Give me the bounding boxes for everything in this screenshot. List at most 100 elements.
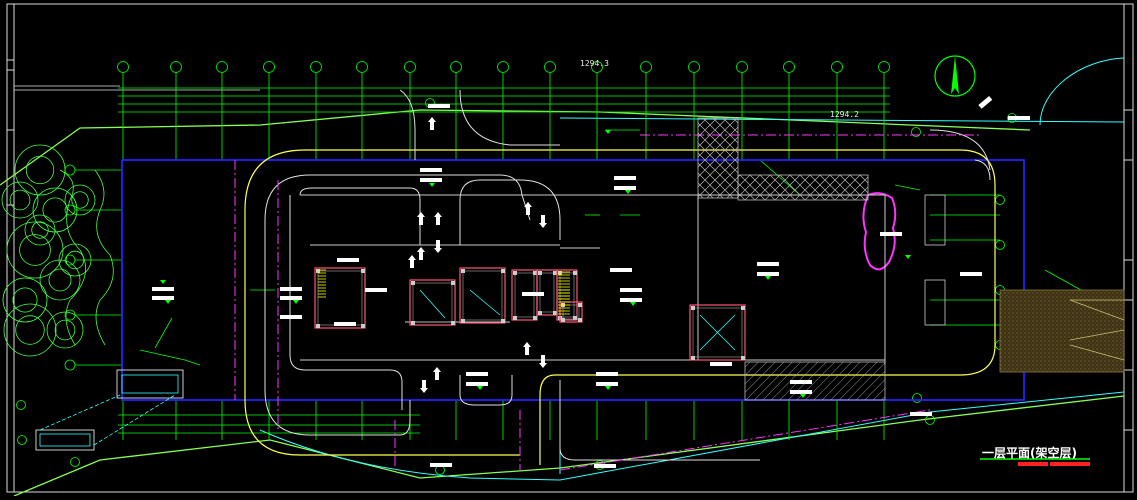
tag-bar [428,104,450,108]
tag-marker [293,300,299,304]
tree-canopy-inner [71,191,89,209]
tag-bar [596,382,618,386]
tag-marker [429,183,435,187]
axis-bubble [70,457,80,467]
property-line [0,109,1125,497]
axis-bubble [783,61,795,73]
axis-grid-horizontal [16,87,1091,475]
column [451,321,455,325]
direction-arrow [428,117,436,130]
interior-walls [300,194,886,365]
tree-canopy-inner [15,315,45,345]
tag-bar [620,288,642,292]
tree-canopy-inner [25,155,55,185]
tag-bar [466,382,488,386]
axis-bubble [117,61,129,73]
axis-bubble [216,61,228,73]
tree-canopy [3,303,57,357]
column [461,269,465,273]
column [573,316,577,320]
driveway-inner [264,89,991,461]
axis-bubble [995,240,1005,250]
tag-bar [522,292,544,296]
direction-arrow [420,380,428,393]
annotation-tags [152,104,1030,468]
dimension-top: 1294.3 [580,59,609,68]
tree-canopy [32,187,78,233]
tag-bar [280,287,302,291]
direction-arrow [539,215,547,228]
entrance-steps [35,369,184,451]
column [741,356,745,360]
column [533,316,537,320]
axis-bubble [64,359,76,371]
tag-bar [620,298,642,302]
axis-bubble [17,435,27,445]
tag-bar [280,296,302,300]
tag-bar [365,288,387,292]
tag-bar [614,176,636,180]
north-arrow [934,55,976,97]
tag-bar [790,380,812,384]
core-wall [459,267,506,324]
tag-bar [420,178,442,182]
tag-bar [420,168,442,172]
garden-path [59,169,87,346]
tag-bar [152,287,174,291]
core-wall [314,267,366,329]
tree-canopy [14,144,66,196]
column [691,356,695,360]
tree-canopy-inner [65,250,85,270]
tag-marker [905,255,911,259]
tree-canopy-inner [42,197,68,223]
tag-bar [280,315,302,319]
direction-arrow [417,212,425,225]
axis-bubble [450,61,462,73]
tag-bar [910,412,932,416]
axis-bubble [912,393,922,403]
column [461,319,465,323]
leader-line [184,359,201,366]
tag-bar [1008,116,1030,120]
axis-bubble [64,254,76,266]
paving-area-north-2 [737,174,869,201]
revision-cloud [862,192,897,271]
column [513,271,517,275]
column [316,324,320,328]
axis-bubble [640,61,652,73]
tag-bar [334,322,356,326]
column [558,271,562,275]
axis-bubble [736,61,748,73]
axis-bubble [497,61,509,73]
dimension-right: 1294.2 [830,110,859,119]
tag-bar [594,464,616,468]
tree-canopy-inner [31,221,49,239]
column [578,303,582,307]
tree-canopy [24,214,56,246]
core-diagonal [699,314,736,351]
core-wall [556,269,578,321]
tag-bar [152,296,174,300]
core-inner [559,272,575,318]
title-underline-red-2 [1050,462,1090,466]
tree-canopy [39,259,81,301]
axis-bubble [878,61,890,73]
ramp-area-east [999,289,1125,373]
paving-area-north [697,117,739,199]
tag-bar [710,362,732,366]
column [578,318,582,322]
tag-bar [960,272,982,276]
axis-bubble [16,400,26,410]
tree-canopy-inner [54,319,76,341]
tag-marker [630,302,636,306]
tree-canopy-inner [12,287,38,313]
tag-marker [800,394,806,398]
core-wall [409,279,456,326]
column [538,311,542,315]
axis-bubble [911,127,921,137]
column [553,311,557,315]
column [573,271,577,275]
axis-grid-vertical [117,61,890,440]
direction-arrow [539,355,547,368]
